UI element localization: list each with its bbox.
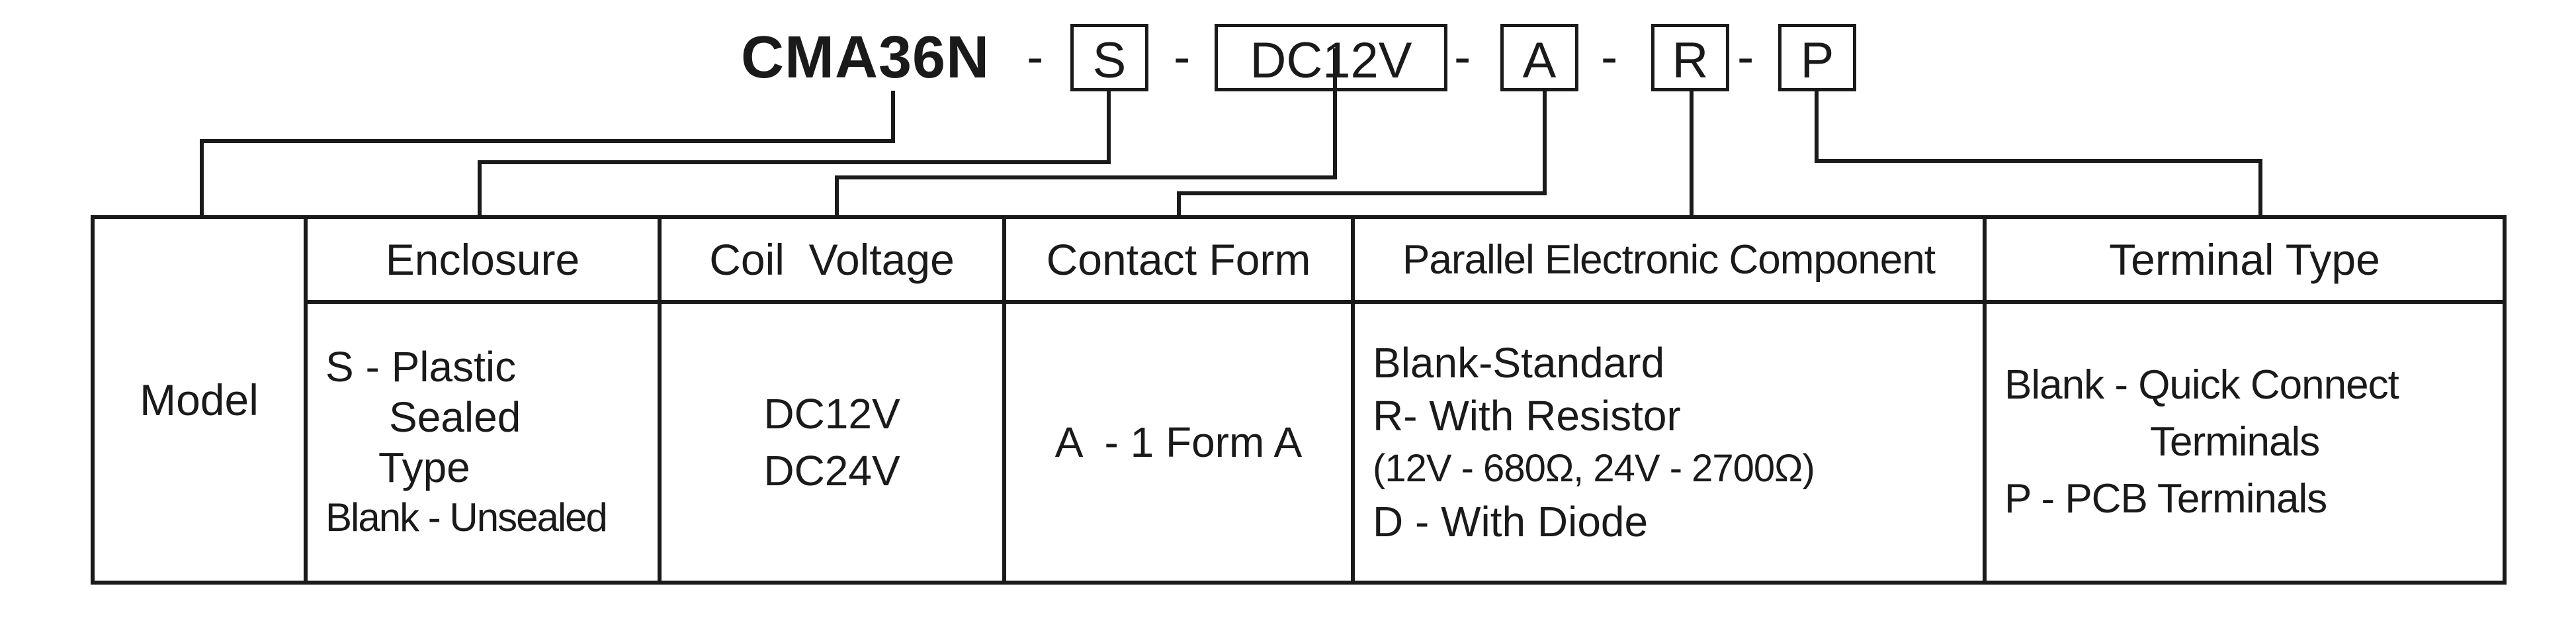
model-code: CMA36N [741, 24, 990, 91]
code-box-coil-voltage: DC12V [1215, 24, 1447, 91]
terminal-type-option: Blank - Quick Connect [2004, 362, 2399, 408]
connector-coil-voltage [835, 48, 1337, 219]
connector-contact-form [1177, 89, 1547, 219]
parallel-component-option: R- With Resistor [1373, 392, 1681, 440]
connector-enclosure [478, 89, 1111, 219]
parallel-component-option: (12V - 680Ω, 24V - 2700Ω) [1373, 447, 1815, 490]
contact-form-option: A - 1 Form A [1054, 418, 1303, 466]
code-dash: - [1174, 29, 1191, 85]
connector-model [200, 91, 895, 219]
cell-parallel-component: Blank-Standard R- With Resistor (12V - 6… [1353, 302, 1985, 583]
coil-voltage-option: DC24V [763, 447, 900, 495]
code-dash: - [1737, 29, 1754, 85]
parallel-component-option: D - With Diode [1373, 498, 1649, 546]
code-dash: - [1454, 29, 1471, 85]
parallel-component-option: Blank-Standard [1373, 339, 1665, 387]
terminal-type-option: P - PCB Terminals [2004, 476, 2327, 522]
terminal-type-option: Terminals [2150, 419, 2320, 465]
header-parallel-component: Parallel Electronic Component [1402, 236, 1936, 283]
code-dash: - [1601, 29, 1618, 85]
code-box-terminal: P [1778, 24, 1856, 91]
table-frame [91, 215, 2507, 585]
coil-voltage-option: DC12V [763, 390, 900, 438]
code-box-contact-form: A [1500, 24, 1578, 91]
enclosure-option: Sealed [389, 393, 521, 441]
code-box-enclosure: S [1070, 24, 1148, 91]
cell-coil-voltage: DC12V DC24V [660, 302, 1004, 583]
connector-terminal [1815, 89, 2262, 219]
cell-enclosure: S - Plastic Sealed Type Blank - Unsealed [306, 302, 660, 583]
header-terminal-type: Terminal Type [2109, 235, 2380, 284]
enclosure-option: Type [378, 444, 470, 491]
header-coil-voltage: Coil Voltage [709, 235, 955, 284]
code-box-parallel-component: R [1651, 24, 1729, 91]
header-contact-form: Contact Form [1046, 235, 1311, 284]
enclosure-option: S - Plastic [325, 343, 517, 391]
enclosure-option: Blank - Unsealed [325, 495, 608, 540]
model-label: Model [140, 375, 259, 424]
header-enclosure: Enclosure [385, 235, 580, 284]
cell-contact-form: A - 1 Form A [1004, 302, 1353, 583]
code-dash: - [1027, 29, 1044, 85]
cell-terminal-type: Blank - Quick Connect Terminals P - PCB … [1985, 302, 2505, 583]
